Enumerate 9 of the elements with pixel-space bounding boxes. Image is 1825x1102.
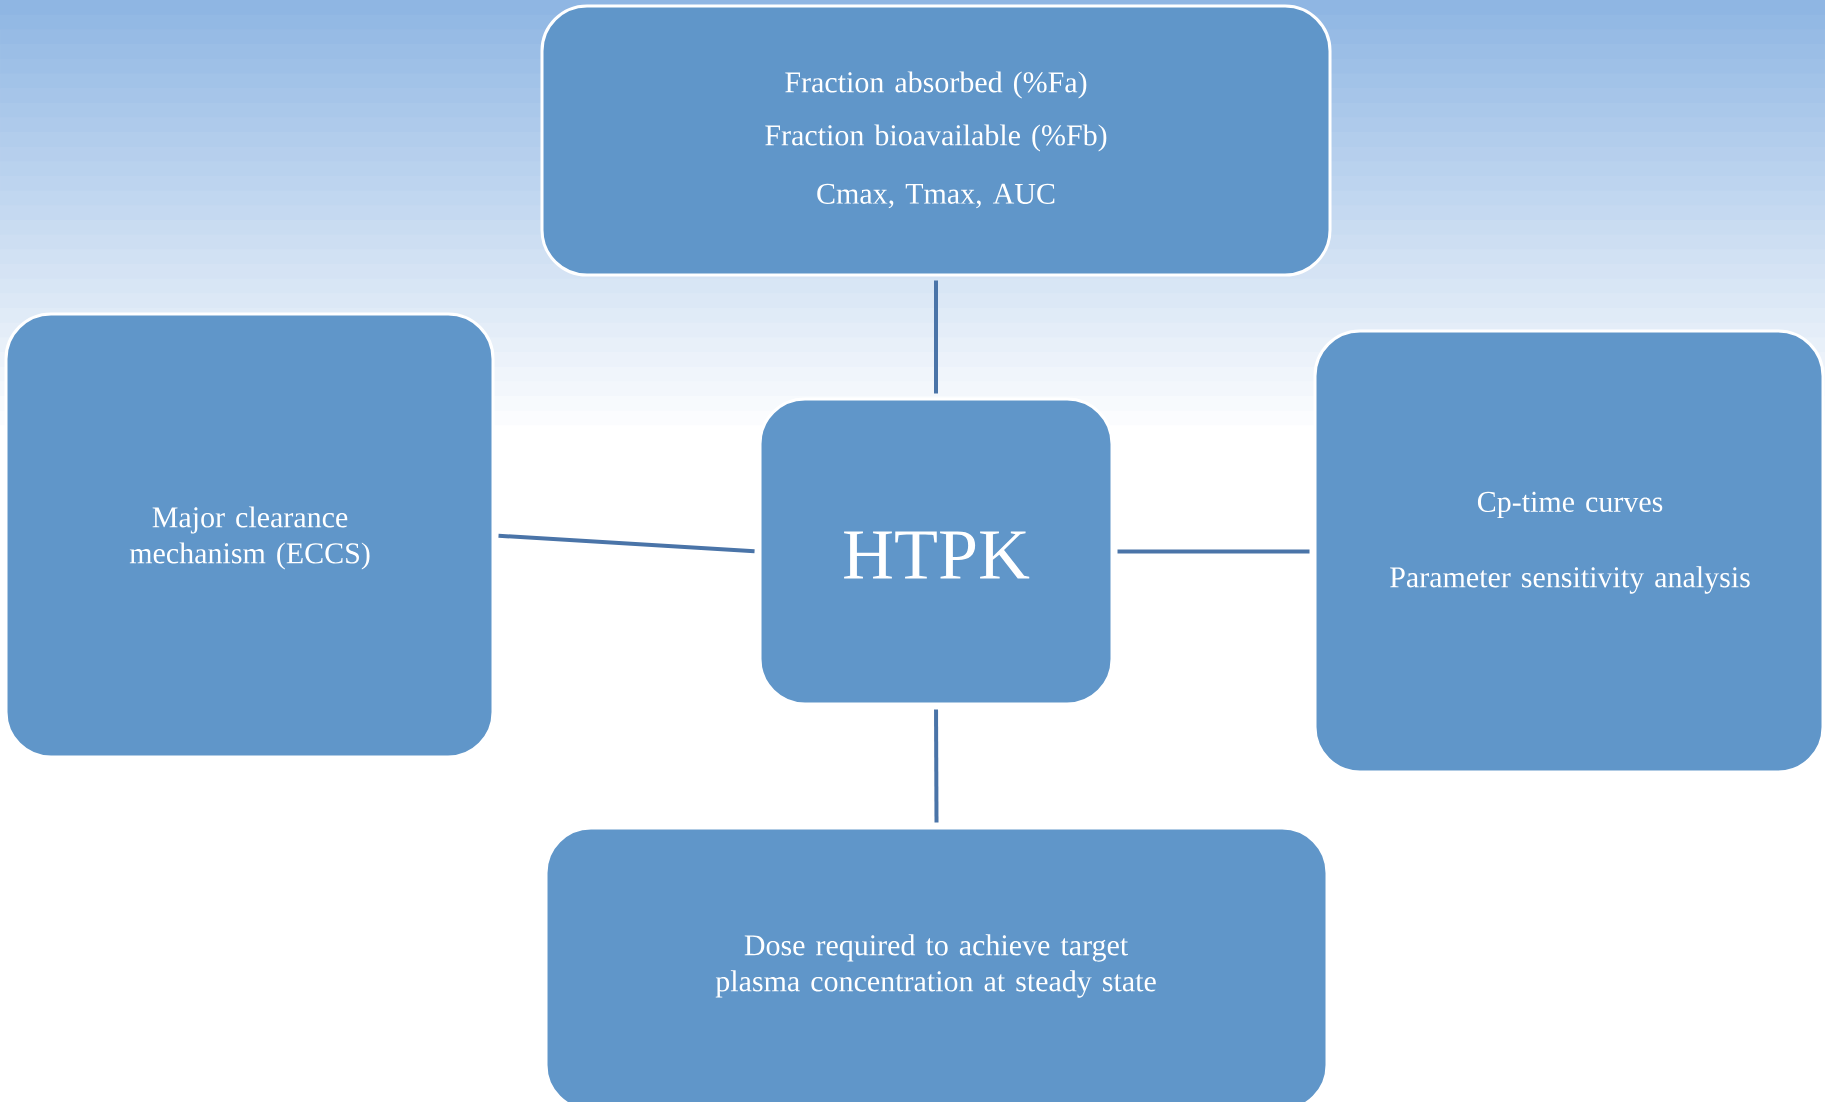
rounded-box: Major clearance mechanism (ECCS) bbox=[4, 312, 495, 759]
connector-line bbox=[934, 709, 939, 823]
rounded-box: Fraction absorbed (%Fa) Fraction bioavailable (%Fb) Cmax, Tmax, AUC bbox=[540, 4, 1332, 277]
connector-line bbox=[934, 280, 938, 394]
rounded-box: HTPK bbox=[758, 397, 1114, 706]
rounded-box: Dose required to achieve target plasma concentration at steady state bbox=[544, 826, 1329, 1102]
connector-line bbox=[1117, 549, 1310, 554]
connector-line bbox=[498, 533, 755, 554]
rounded-box: Cp-time curves Parameter sensitivity analysis bbox=[1313, 329, 1825, 774]
